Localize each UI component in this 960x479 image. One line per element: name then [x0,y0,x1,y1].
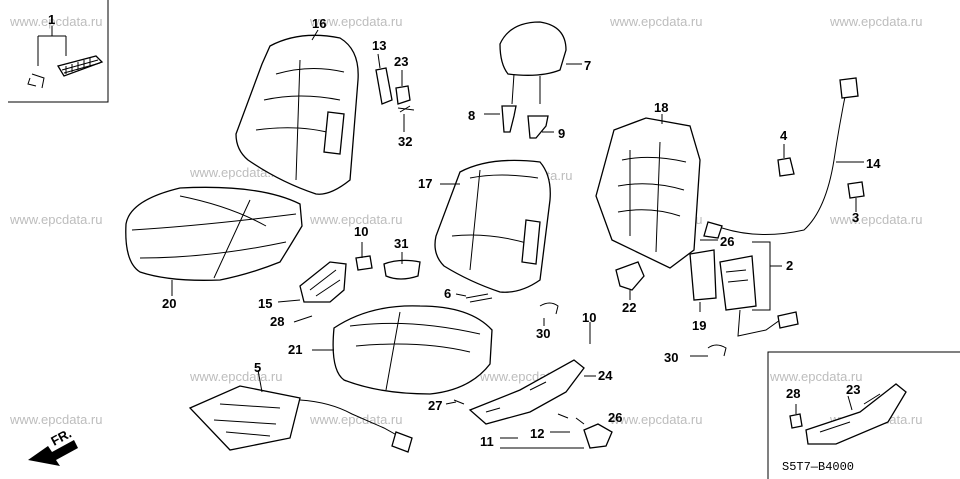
seatback-frame-18 [595,114,701,269]
arrow-icon [28,440,78,466]
callout-17: 17 [418,176,432,191]
callout-13: 13 [372,38,386,53]
watermark: www.epcdata.ru [309,412,403,427]
callout-19: 19 [692,318,706,333]
inset-part-1 [8,0,109,103]
callout-11: 11 [480,434,494,449]
callout-16: 16 [312,16,326,31]
callout-10: 10 [582,310,596,325]
callout-3: 3 [852,210,859,225]
side-trim-25 [453,359,613,449]
callout-24: 23 [846,382,860,397]
clips-10-31-6 [355,255,493,303]
headrest-guides-8-9 [501,105,549,139]
knob-icon [583,423,613,449]
wire-clip-icon [383,259,421,280]
cable-clip-icon [847,181,865,199]
callout-6: 6 [444,286,451,301]
callout-4: 4 [780,128,788,143]
callout-18: 18 [654,100,668,115]
seatback-pad-17 [434,159,551,293]
watermark: www.epcdata.ru [9,212,103,227]
callout-20: 20 [162,296,176,311]
recliner-lever-22 [615,261,645,291]
watermark: www.epcdata.ru [609,412,703,427]
cable-end-icon [703,221,723,239]
clip-icon [355,255,373,271]
front-direction-indicator: FR. [28,426,78,466]
small-parts-13-23-32 [375,67,415,113]
power-switch-19-2 [689,241,799,337]
guide-icon [501,105,517,133]
callout-7: 7 [584,58,591,73]
seat-cushion-pad-21 [312,305,493,395]
watermark: www.epcdata.ru [609,14,703,29]
connector-icon [777,311,799,329]
cable-end-icon [839,77,859,99]
watermark: www.epcdata.ru [9,412,103,427]
watermark: www.epcdata.ru [309,14,403,29]
watermark: www.epcdata.ru [309,212,403,227]
callout-28: 28 [270,314,284,329]
callout-labels: 1 16 13 23 32 7 8 9 18 4 14 3 17 10 31 2… [48,12,881,474]
callout-26: 26 [608,410,622,425]
callout-5: 5 [254,360,261,375]
screw-icon [789,413,803,429]
callout-25: 24 [598,368,613,383]
seat-cushion-cover-20 [125,186,303,296]
cable-icon [737,309,781,337]
side-cover-15 [299,261,347,303]
callout-2: 2 [786,258,793,273]
watermark: www.epcdata.ru [189,165,283,180]
clip-icon [27,73,45,89]
leader-lines [257,53,857,449]
callout-27: 26 [720,234,734,249]
watermark: www.epcdata.ru [189,369,283,384]
clips-30 [539,302,727,357]
release-cable-14 [703,77,865,239]
clip-icon [539,302,559,315]
callout-23: 23 [394,54,408,69]
callout-12: 12 [530,426,544,441]
callout-28: 27 [428,398,442,413]
callout-30: 30 [536,326,550,341]
watermark: www.epcdata.ru [769,369,863,384]
cable-clip-icon [777,157,795,177]
callout-1: 1 [48,12,55,27]
screw-icon [397,105,415,113]
seat-heater-5 [188,385,413,453]
hook-icon [465,293,493,303]
seatback-cover-16 [235,29,359,195]
callout-32: 32 [398,134,412,149]
inset-part-24 [767,351,960,479]
callout-22: 22 [622,300,636,315]
diagram-code: S5T7—B4000 [782,460,854,474]
callout-10: 10 [354,224,368,239]
callout-15: 15 [258,296,272,311]
callout-31: 31 [394,236,408,251]
callout-8: 8 [468,108,475,123]
callout-21: 21 [288,342,302,357]
harness-icon [299,399,403,439]
watermark: www.epcdata.ru [829,14,923,29]
watermark: www.epcdata.ru [9,14,103,29]
headrest-7 [499,21,582,105]
guide-lock-icon [527,115,549,139]
callout-30: 30 [664,350,678,365]
connector-icon [391,431,413,453]
clip-icon [707,344,727,357]
screw-icon [453,399,569,419]
cap-icon [395,85,411,105]
callout-14: 14 [866,156,881,171]
watermark: www.epcdata.ru [829,212,923,227]
callout-9: 9 [558,126,565,141]
bezel-icon [375,67,393,105]
callout-29: 28 [786,386,800,401]
clip-pack-icon [56,55,104,77]
